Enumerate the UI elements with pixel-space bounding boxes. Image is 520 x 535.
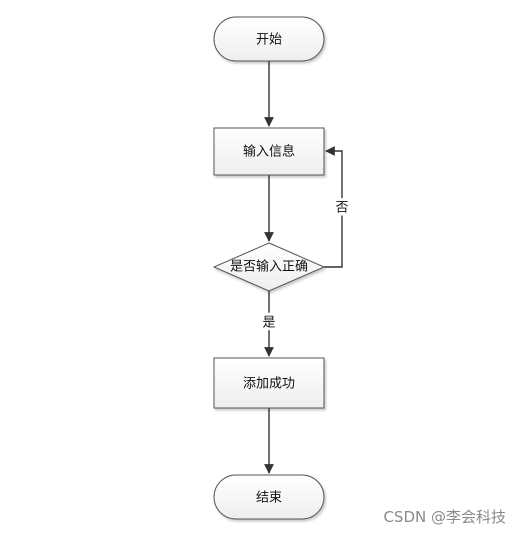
watermark: CSDN @李会科技	[383, 508, 506, 526]
node-start: 开始	[213, 16, 325, 62]
node-decision-label: 是否输入正确	[230, 259, 308, 275]
edge-label-yes: 是	[262, 316, 275, 331]
node-input-label: 输入信息	[243, 144, 295, 160]
node-end-label: 结束	[256, 491, 282, 506]
node-success: 添加成功	[213, 357, 325, 409]
node-start-label: 开始	[256, 33, 282, 48]
edge-label-no: 否	[335, 201, 348, 216]
node-input: 输入信息	[213, 127, 325, 176]
edge-decision-to-input-no	[324, 146, 343, 268]
node-success-label: 添加成功	[243, 377, 295, 392]
node-decision: 是否输入正确	[212, 242, 326, 292]
node-end: 结束	[213, 474, 325, 520]
